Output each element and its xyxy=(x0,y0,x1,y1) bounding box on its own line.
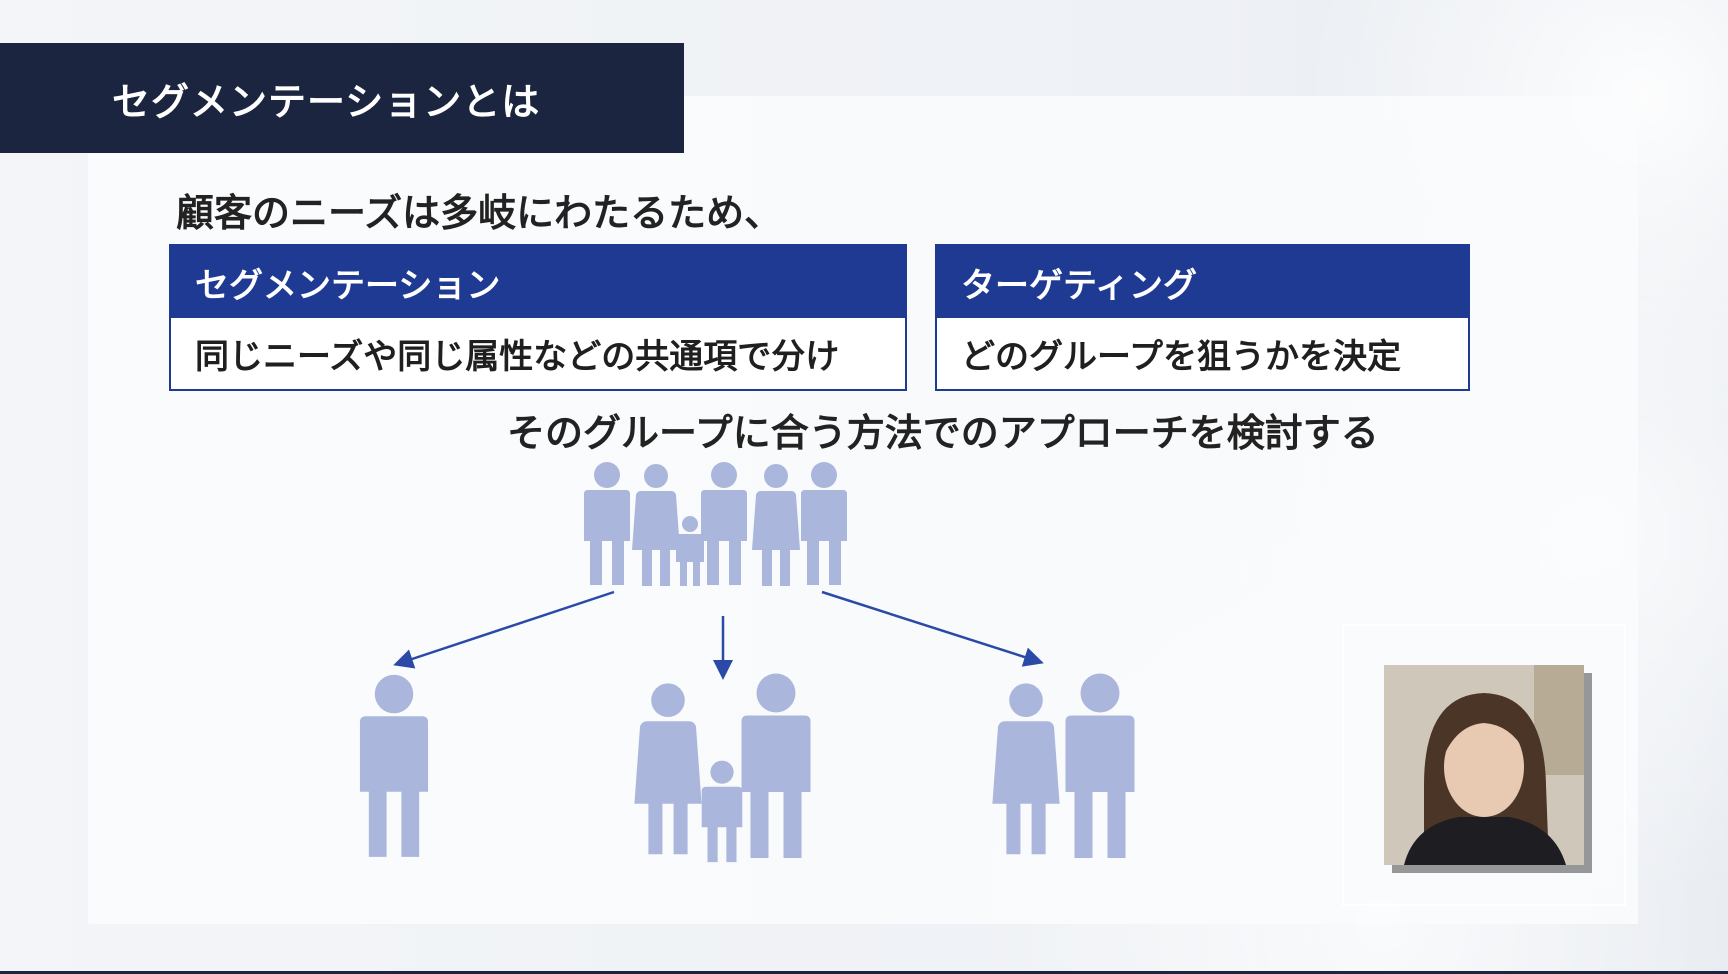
segmentation-heading: セグメンテーション xyxy=(171,246,905,318)
person-icon xyxy=(1065,673,1135,858)
arrow-icon xyxy=(393,590,615,669)
person-icon xyxy=(752,464,800,586)
presenter-video-outline xyxy=(1342,624,1626,906)
person-icon xyxy=(801,462,847,585)
presenter-video xyxy=(1384,665,1584,865)
person-icon xyxy=(584,462,630,585)
segmentation-description: 同じニーズや同じ属性などの共通項で分け xyxy=(195,336,840,377)
presenter-portrait xyxy=(1384,665,1584,865)
targeting-description: どのグループを狙うかを決定 xyxy=(961,336,1401,377)
person-icon xyxy=(701,462,747,585)
slide-title: セグメンテーションとは xyxy=(112,79,541,124)
slide-panel xyxy=(88,96,1638,924)
person-icon xyxy=(632,464,680,586)
person-icon xyxy=(992,683,1060,855)
person-icon xyxy=(359,674,429,857)
bottom-rule xyxy=(0,971,1728,974)
person-icon xyxy=(701,760,743,863)
targeting-heading: ターゲティング xyxy=(937,246,1468,318)
lead-text: 顧客のニーズは多岐にわたるため、 xyxy=(176,191,783,235)
targeting-box: ターゲティング どのグループを狙うかを決定 xyxy=(935,244,1470,391)
title-bar: セグメンテーションとは xyxy=(0,43,684,153)
arrow-icon xyxy=(821,590,1044,667)
person-icon xyxy=(634,683,702,855)
person-icon xyxy=(741,673,811,858)
segmentation-box: セグメンテーション 同じニーズや同じ属性などの共通項で分け xyxy=(169,244,907,391)
person-icon xyxy=(676,516,704,586)
follow-up-text: そのグループに合う方法でのアプローチを検討する xyxy=(507,411,1379,455)
